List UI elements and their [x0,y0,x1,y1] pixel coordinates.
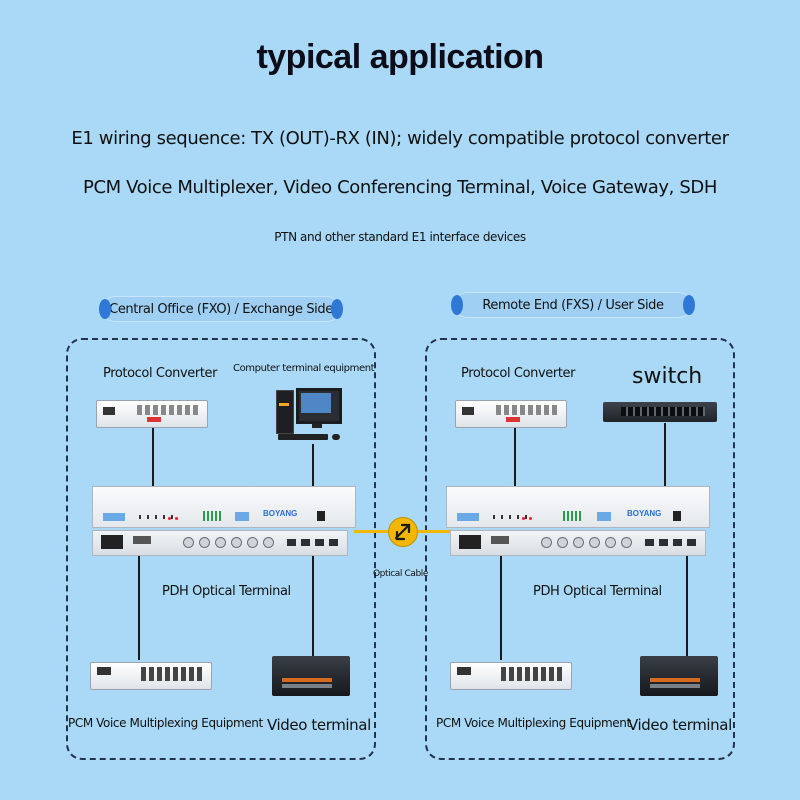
left-line-pcm [138,556,140,660]
right-line-pcm [500,556,502,660]
left-video-label: Video terminal [267,716,371,734]
left-pcm-device [90,662,212,690]
right-line-video [686,556,688,656]
right-section-heading: Remote End (FXS) / User Side [451,292,695,318]
left-pdh-rear [92,530,348,556]
left-section-heading-text: Central Office (FXO) / Exchange Side [109,301,333,317]
right-switch-device [603,402,717,422]
left-computer-device [270,385,350,445]
left-line-computer [312,444,314,486]
right-brand-logo: BOYANG [627,509,662,518]
left-pdh-label: PDH Optical Terminal [162,584,291,599]
right-pdh-label: PDH Optical Terminal [533,584,662,599]
right-pcm-label: PCM Voice Multiplexing Equipment [436,716,631,730]
left-protocol-converter-device [96,400,208,428]
right-pdh-rear [450,530,706,556]
right-switch-label: switch [632,364,703,389]
right-protocol-converter-label: Protocol Converter [461,366,576,381]
left-protocol-converter-label: Protocol Converter [103,366,218,381]
right-video-label: Video terminal [628,716,732,734]
subtitle-line-3: PTN and other standard E1 interface devi… [274,230,526,244]
left-zone [66,338,376,760]
right-section-heading-text: Remote End (FXS) / User Side [482,297,664,313]
optical-cable-icon [388,517,418,547]
subtitle-line-1: E1 wiring sequence: TX (OUT)-RX (IN); wi… [71,128,729,149]
subtitle-line-2: PCM Voice Multiplexer, Video Conferencin… [83,177,717,198]
left-brand-logo: BOYANG [263,509,298,518]
right-protocol-converter-device [455,400,567,428]
left-pcm-label: PCM Voice Multiplexing Equipment [68,716,263,730]
left-line-converter [152,428,154,486]
page-title: typical application [256,38,544,76]
right-zone [425,338,735,760]
optical-cable-label: Optical Cable [373,569,429,579]
right-line-converter [514,428,516,486]
right-video-device [640,656,718,696]
right-line-switch [664,423,666,486]
right-pcm-device [450,662,572,690]
left-section-heading: Central Office (FXO) / Exchange Side [99,296,343,322]
right-pdh-front: BOYANG [446,486,710,528]
left-line-video [312,556,314,656]
left-pdh-front: BOYANG [92,486,356,528]
left-video-device [272,656,350,696]
left-computer-label: Computer terminal equipment [233,363,375,374]
